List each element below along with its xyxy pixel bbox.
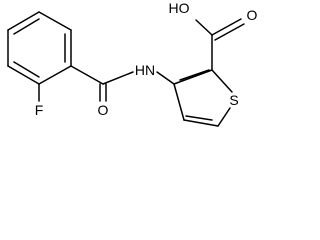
- sulfur-label: S: [229, 92, 238, 108]
- ring-bond: [38, 11, 72, 31]
- fluorine-label: F: [35, 102, 44, 118]
- ring-double-bond: [13, 18, 40, 35]
- thiophene-bond: [183, 119, 219, 127]
- ring-bond: [7, 65, 40, 85]
- c-oh-bond: [195, 19, 213, 36]
- carboxyl-double-bond: [211, 18, 242, 36]
- hydroxyl-label: HO: [169, 0, 190, 16]
- nh-to-thiophene-bond: [156, 71, 175, 85]
- carbonyl-to-nh-bond: [102, 71, 134, 85]
- ring-bond: [38, 65, 72, 85]
- carboxyl-oxygen-label: O: [247, 7, 258, 23]
- thiophene-bond: [173, 69, 213, 85]
- thiophene-ring: [173, 69, 233, 127]
- thiophene-double-bond: [179, 69, 210, 81]
- thiophene-bond: [217, 107, 231, 127]
- thiophene-double-bond: [185, 115, 213, 121]
- ring-to-carbonyl-bond: [70, 65, 104, 85]
- chemical-structure-diagram: F O HN S HO O: [7, 0, 258, 127]
- nh-label: HN: [135, 62, 155, 78]
- thiophene-bond: [211, 69, 233, 93]
- ring-double-bond: [13, 61, 40, 78]
- ring-bond: [7, 11, 40, 31]
- carboxyl-double-bond: [214, 23, 245, 41]
- carbonyl-oxygen-label: O: [98, 102, 109, 118]
- thiophene-bond: [173, 83, 185, 121]
- benzene-ring: [7, 11, 72, 85]
